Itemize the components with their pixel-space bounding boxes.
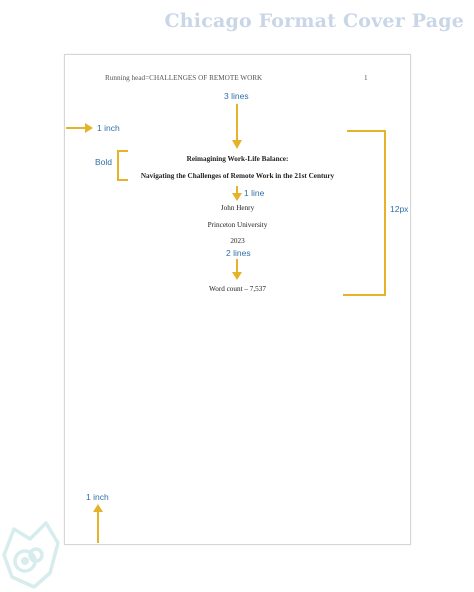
title-line-1: Reimagining Work-Life Balance: [186, 155, 289, 163]
arrow-down-2-lines [232, 259, 242, 280]
label-bottom-margin: 1 inch [86, 492, 109, 502]
title-line-2: Navigating the Challenges of Remote Work… [140, 172, 335, 180]
document-year: 2023 [230, 237, 245, 245]
brand-logo-icon [2, 521, 60, 589]
arrow-up-bottom-margin [93, 504, 103, 543]
document-page: Running head=CHALLENGES OF REMOTE WORK 1… [64, 54, 411, 545]
arrow-down-1-line [232, 186, 242, 201]
label-left-margin: 1 inch [97, 123, 120, 133]
font-size-bracket [343, 130, 386, 296]
running-head: Running head=CHALLENGES OF REMOTE WORK [105, 74, 263, 82]
author-name: John Henry [220, 204, 255, 212]
label-font-size: 12px [390, 204, 409, 214]
page-number: 1 [364, 74, 368, 82]
bold-bracket [117, 150, 128, 181]
label-2-lines: 2 lines [226, 248, 251, 258]
word-count: Word count – 7,537 [209, 285, 266, 293]
page-banner-title: Chicago Format Cover Page [164, 10, 464, 32]
institution-name: Princeton University [207, 221, 268, 229]
arrow-right-left-margin [66, 123, 93, 133]
label-1-line: 1 line [244, 188, 265, 198]
arrow-down-3-lines [232, 104, 242, 149]
label-3-lines: 3 lines [224, 91, 249, 101]
label-bold: Bold [95, 157, 113, 167]
